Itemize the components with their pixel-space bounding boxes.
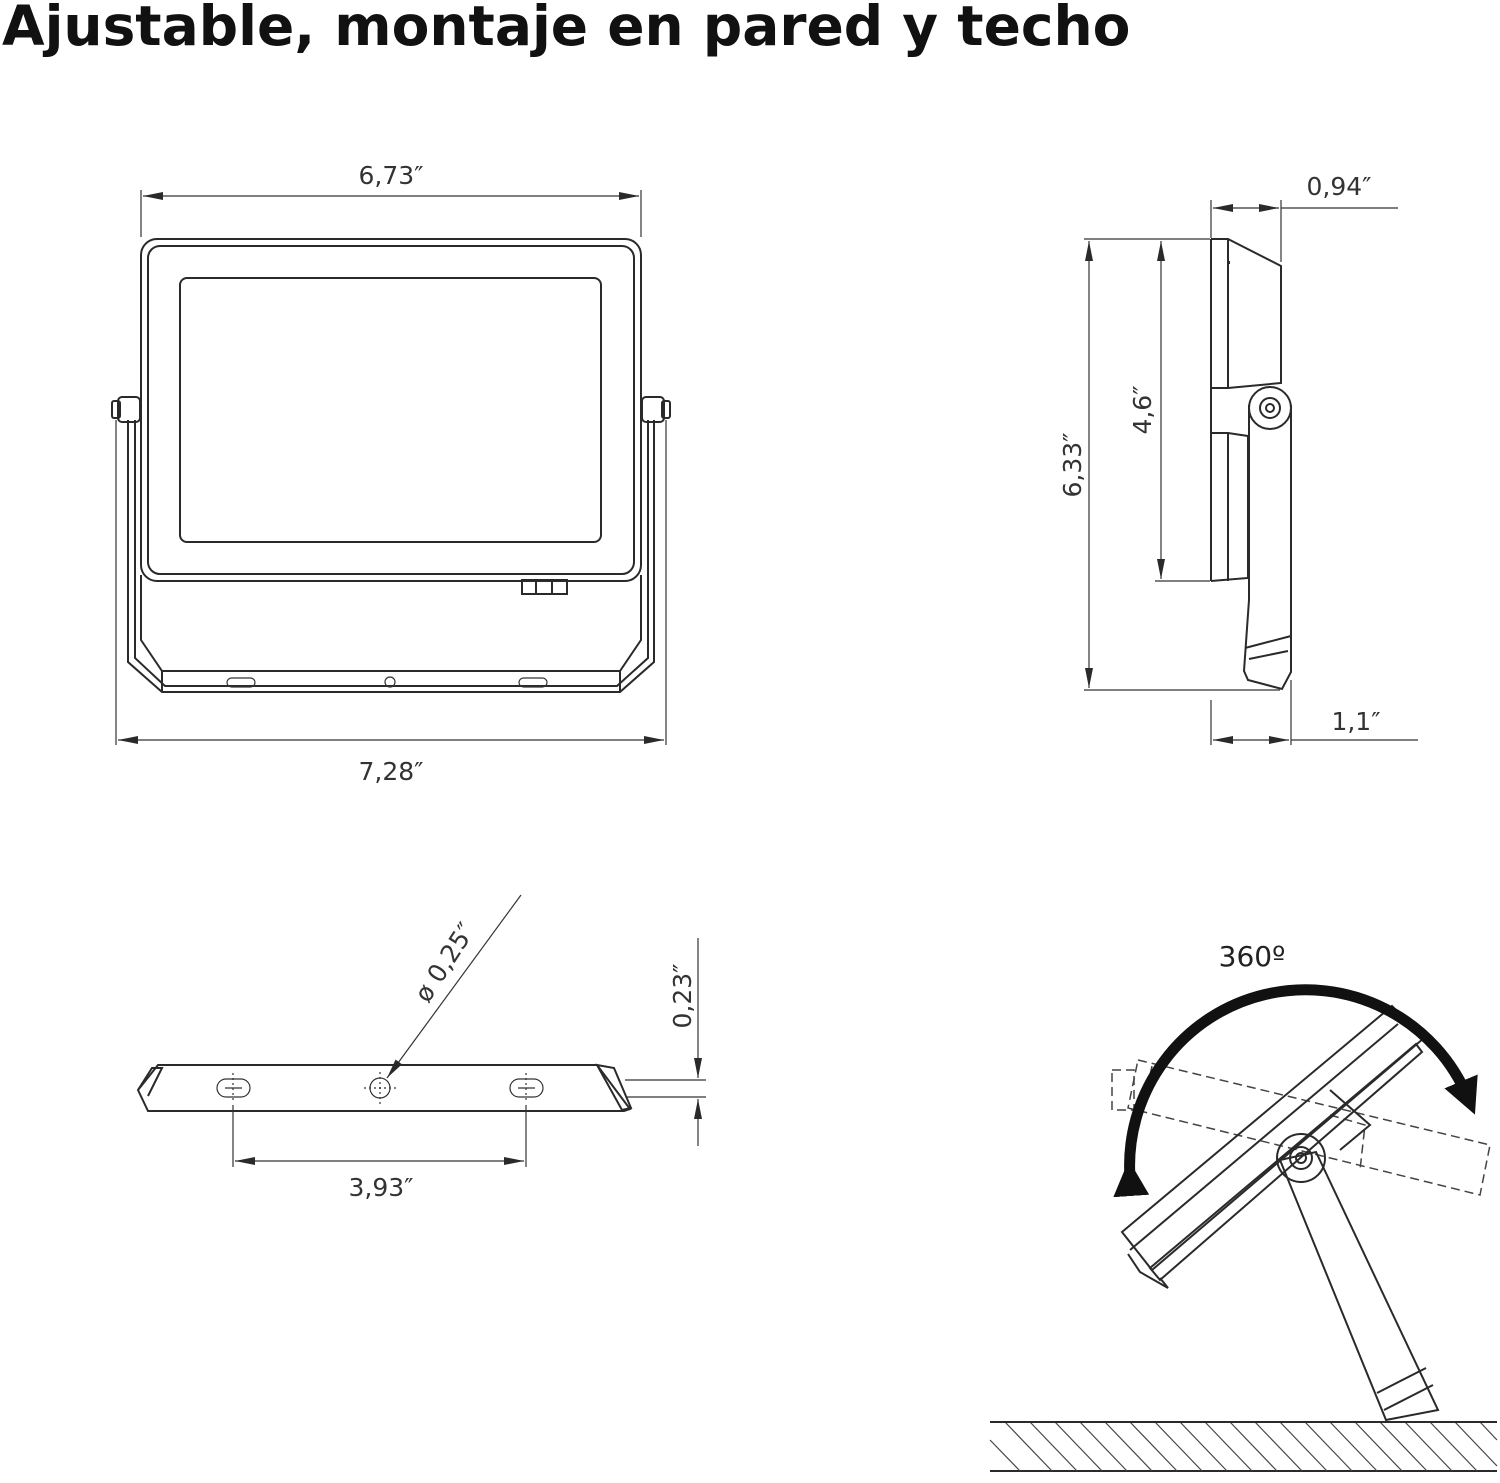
rotation-illustration <box>989 984 1498 1472</box>
side-total-height-label: 6,33″ <box>1058 432 1087 497</box>
bracket-width-label: 7,28″ <box>358 757 423 786</box>
hole-diameter-label: ø 0,25″ <box>409 917 481 1007</box>
side-body-height-label: 4,6″ <box>1128 385 1157 434</box>
page-title: Ajustable, montaje en pared y techo <box>2 0 1131 58</box>
front-view <box>111 190 671 745</box>
bracket-detail <box>136 894 706 1167</box>
ground-hatch <box>989 1421 1498 1472</box>
bracket-thickness-label: 0,23″ <box>668 963 697 1028</box>
side-depth-bottom-label: 1,1″ <box>1331 707 1380 736</box>
side-depth-top-label: 0,94″ <box>1306 172 1371 201</box>
rotation-label: 360º <box>1219 940 1286 973</box>
front-width-label: 6,73″ <box>358 161 423 190</box>
side-view <box>1084 200 1418 745</box>
hole-spacing-label: 3,93″ <box>348 1173 413 1202</box>
